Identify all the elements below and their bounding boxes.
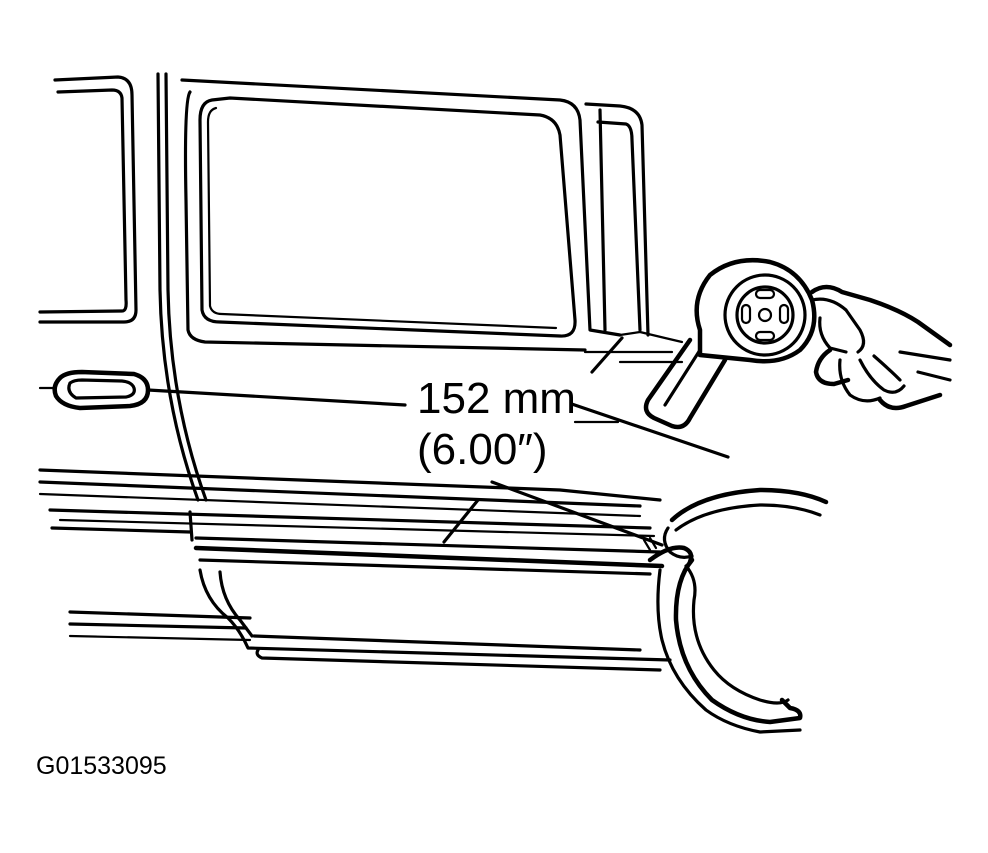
rear-door-window	[180, 78, 622, 352]
hand-icon	[809, 284, 953, 411]
front-door-window-frame	[38, 75, 138, 324]
heat-gun-icon	[643, 257, 817, 430]
dimension-label-metric: 152 mm	[417, 374, 576, 423]
door-belt-line	[146, 388, 730, 459]
body-side-moulding	[38, 468, 672, 672]
figure-id: G01533095	[36, 752, 167, 780]
door-handle-icon	[38, 369, 151, 411]
c-pillar	[583, 102, 684, 364]
dimension-label-imperial: (6.00″)	[417, 425, 548, 474]
label-background	[410, 380, 570, 424]
rear-wheel-arch	[642, 487, 829, 734]
